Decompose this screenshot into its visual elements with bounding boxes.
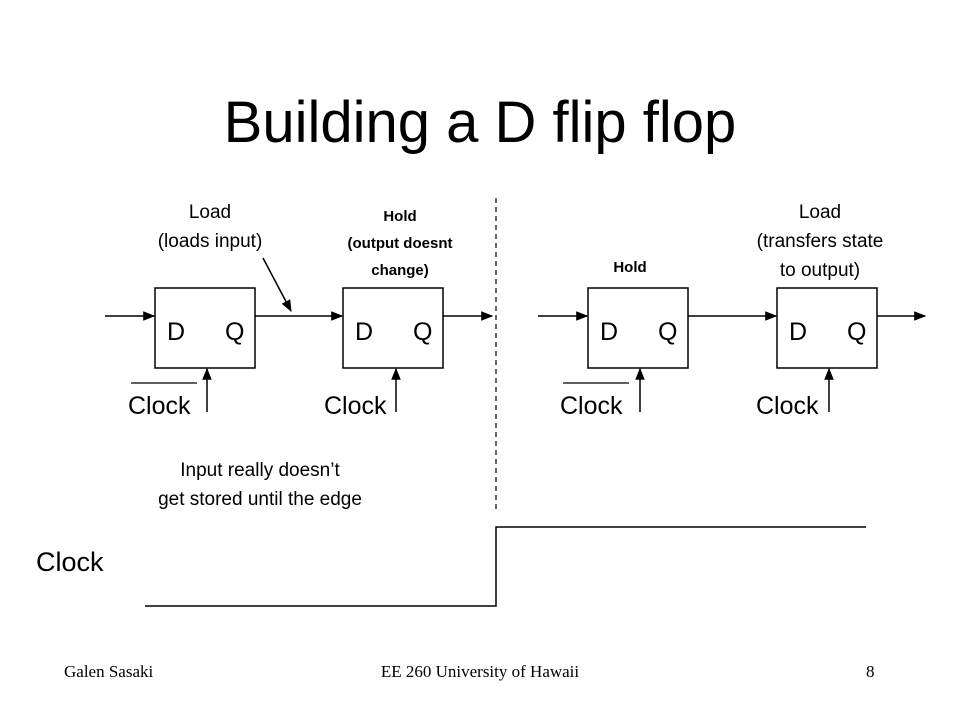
ff4-q-label: Q xyxy=(847,318,867,346)
right-hold-note: Hold xyxy=(590,254,670,281)
ff4-d-label: D xyxy=(789,318,808,346)
footer-page-number: 8 xyxy=(866,662,875,681)
ff1-d-label: D xyxy=(167,318,186,346)
slide-title: Building a D flip flop xyxy=(223,90,737,155)
left-hold-note: Hold (output doesnt change) xyxy=(320,203,480,284)
left-hold-note-line-1: Hold xyxy=(383,208,417,225)
ff4-clock-label: Clock xyxy=(756,392,819,420)
waveform-clock-label: Clock xyxy=(36,547,104,577)
edge-note: Input really doesn’t get stored until th… xyxy=(110,456,410,514)
footer-author: Galen Sasaki xyxy=(64,662,154,681)
clock-waveform xyxy=(145,526,866,607)
right-load-note: Load (transfers state to output) xyxy=(730,198,910,285)
edge-note-line-1: Input really doesn’t xyxy=(180,460,340,481)
ff3-d-label: D xyxy=(600,318,619,346)
ff2-clock-label: Clock xyxy=(324,392,387,420)
ff2-d-label: D xyxy=(355,318,374,346)
left-load-note-line-2: (loads input) xyxy=(157,231,263,252)
edge-note-line-2: get stored until the edge xyxy=(158,489,362,510)
ff1-q-label: Q xyxy=(225,318,245,346)
ff2-q-label: Q xyxy=(413,318,433,346)
left-load-note-line-1: Load xyxy=(188,202,232,223)
right-hold-note-line-1: Hold xyxy=(613,259,647,276)
right-load-note-line-1: Load xyxy=(798,202,842,223)
right-load-note-line-2: (transfers state xyxy=(756,231,884,252)
footer-course: EE 260 University of Hawaii xyxy=(380,662,580,681)
right-load-note-line-3: to output) xyxy=(779,260,861,281)
ff3-clock-label: Clock xyxy=(560,392,623,420)
left-load-note: Load (loads input) xyxy=(130,198,290,256)
left-hold-note-line-2: (output doesnt xyxy=(347,235,453,252)
load-pointer-arrow xyxy=(262,257,292,313)
left-hold-note-line-3: change) xyxy=(371,262,429,279)
ff3-q-label: Q xyxy=(658,318,678,346)
ff1-clock-label: Clock xyxy=(128,392,191,420)
